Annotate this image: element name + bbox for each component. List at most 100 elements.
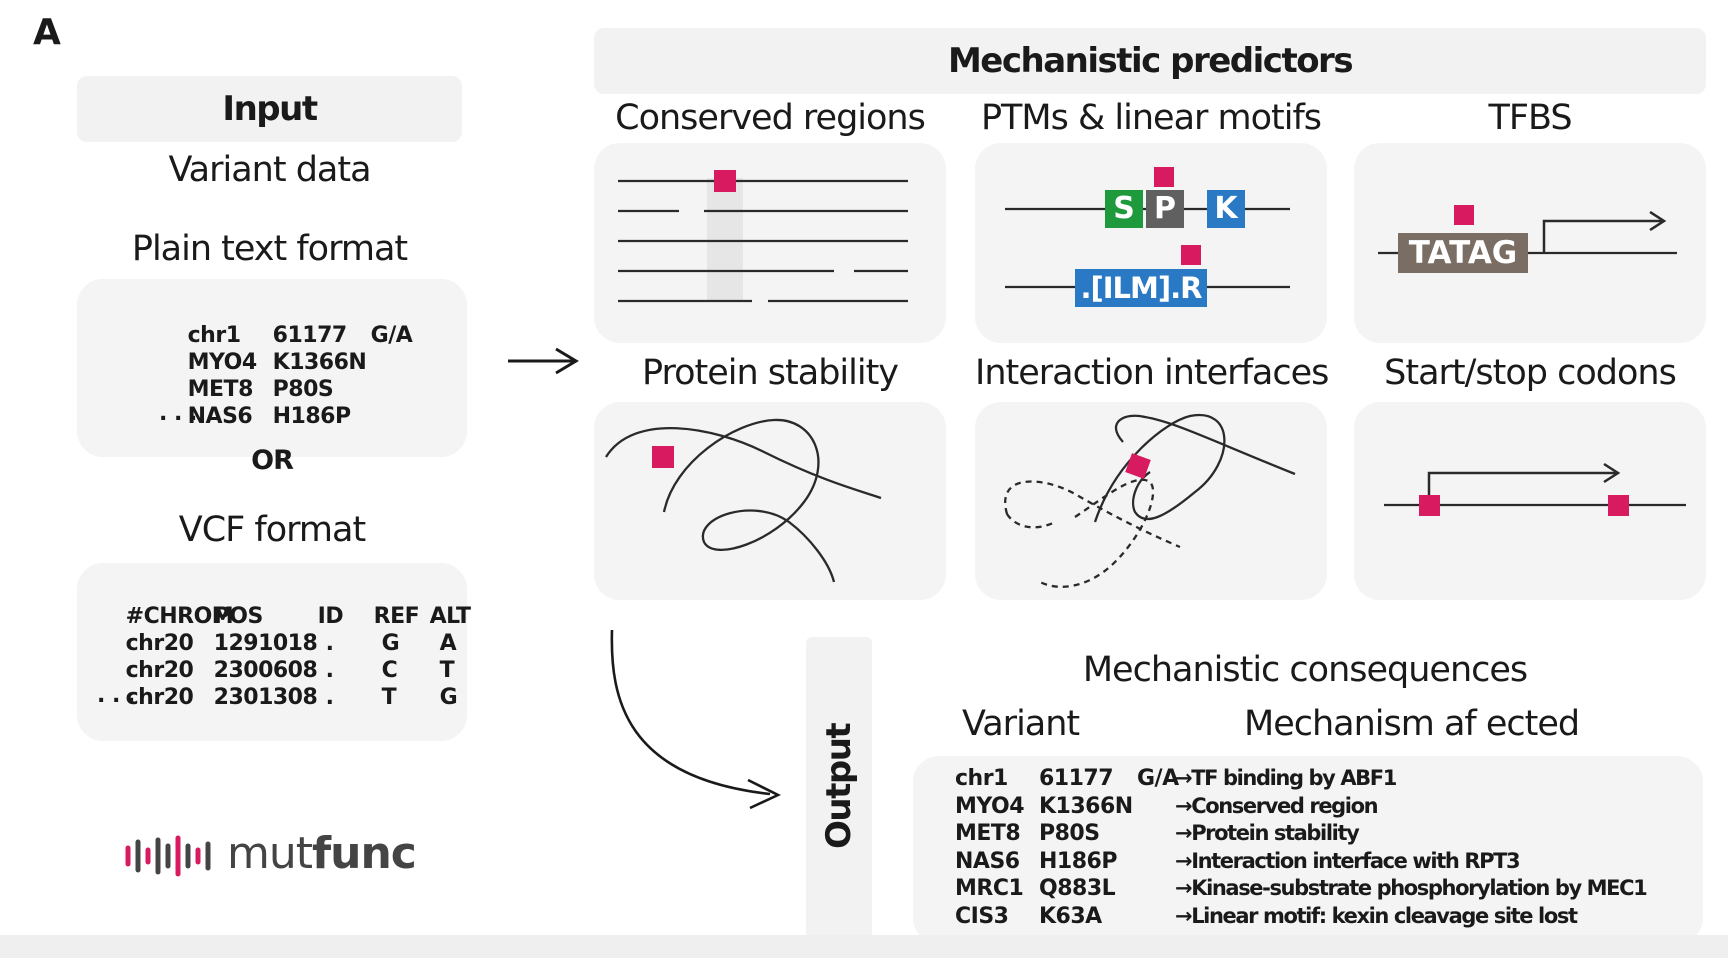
output-mechanism: →Protein stability bbox=[1175, 821, 1360, 845]
output-row: MRC1 Q883L →Kinase-substrate phosphorylati… bbox=[955, 876, 1648, 901]
motif-regex: .[ILM].R bbox=[1080, 271, 1203, 305]
output-gene: CIS3 bbox=[955, 903, 1009, 929]
vcf-pos: 2300608 bbox=[213, 658, 318, 683]
output-mechanism: →Kinase-substrate phosphorylation by MEC… bbox=[1175, 876, 1648, 900]
conserved-regions-title: Conserved regions bbox=[615, 98, 926, 138]
panel-label: A bbox=[33, 12, 61, 53]
vcf-col-alt: ALT bbox=[429, 604, 471, 629]
output-gene: MET8 bbox=[955, 821, 1021, 846]
vcf-id: . bbox=[325, 631, 334, 656]
vcf-col-id: ID bbox=[317, 604, 344, 629]
vcf-alt: T bbox=[439, 658, 455, 683]
vcf-id: . bbox=[325, 658, 334, 683]
output-table bbox=[913, 756, 1703, 944]
output-pos: K1366N bbox=[1039, 793, 1133, 819]
consequences-title: Mechanistic consequences bbox=[1082, 650, 1528, 690]
stop-codon-marker bbox=[1608, 495, 1629, 516]
vcf-id: . bbox=[325, 685, 334, 710]
plain-gene: chr1 bbox=[187, 323, 241, 348]
mutation-marker bbox=[1154, 167, 1174, 187]
mutation-marker bbox=[1125, 453, 1151, 479]
output-gene: chr1 bbox=[955, 766, 1008, 791]
col-variant: Variant bbox=[962, 704, 1080, 744]
plain-alt: G/A bbox=[370, 323, 413, 348]
plain-row: NAS6 H186P bbox=[159, 379, 351, 454]
vcf-col-ref: REF bbox=[373, 604, 420, 629]
vcf-alt: A bbox=[439, 631, 457, 656]
output-row: MYO4 K1366N →Conserved region bbox=[955, 793, 1379, 819]
plain-pos: P80S bbox=[272, 377, 334, 402]
protein-stability-panel bbox=[594, 402, 946, 600]
motif-serine: S bbox=[1113, 191, 1135, 226]
vcf-chrom: chr20 bbox=[125, 685, 194, 710]
ptm-motifs-title: PTMs & linear motifs bbox=[980, 98, 1322, 138]
plain-ellipsis: . . . bbox=[159, 401, 197, 426]
output-pos: Q883L bbox=[1039, 876, 1116, 901]
vcf-pos: 1291018 bbox=[213, 631, 318, 656]
output-pos: P80S bbox=[1039, 821, 1100, 846]
tatag-box-label: TATAG bbox=[1408, 235, 1518, 271]
variant-data-title: Variant data bbox=[168, 150, 371, 190]
logo-text-func: func bbox=[312, 828, 417, 879]
plain-pos: 61177 bbox=[272, 323, 348, 348]
mutation-marker bbox=[1454, 205, 1474, 225]
vcf-alt: G bbox=[439, 685, 458, 710]
output-pos: K63A bbox=[1039, 903, 1102, 929]
output-pos: H186P bbox=[1039, 848, 1117, 874]
tfbs-title: TFBS bbox=[1488, 98, 1572, 138]
col-mechanism: Mechanism af ected bbox=[1244, 704, 1580, 744]
plain-gene: NAS6 bbox=[187, 404, 253, 429]
conserved-regions-panel bbox=[594, 143, 946, 343]
output-gene: NAS6 bbox=[955, 848, 1020, 874]
mutation-marker bbox=[652, 446, 674, 468]
input-header: Input bbox=[77, 76, 462, 142]
plain-gene: MYO4 bbox=[187, 350, 258, 375]
mutfunc-logo: mutfunc bbox=[124, 828, 424, 880]
output-mechanism: →Conserved region bbox=[1175, 793, 1379, 818]
start-stop-codons-title: Start/stop codons bbox=[1384, 353, 1677, 393]
output-gene: MRC1 bbox=[955, 876, 1024, 901]
plain-row: MET8 P80S bbox=[159, 352, 334, 427]
interaction-interfaces-panel bbox=[975, 402, 1327, 600]
plain-text-title: Plain text format bbox=[131, 229, 408, 269]
plain-row: chr1 61177 G/A bbox=[159, 298, 413, 373]
or-label: OR bbox=[251, 445, 294, 476]
output-pos: 61177 bbox=[1039, 766, 1114, 791]
start-codon-marker bbox=[1419, 495, 1440, 516]
vcf-chrom: chr20 bbox=[125, 658, 194, 683]
vcf-col-pos: POS bbox=[213, 604, 264, 629]
protein-stability-title: Protein stability bbox=[641, 353, 899, 393]
vcf-title: VCF format bbox=[178, 510, 366, 550]
interaction-interfaces-title: Interaction interfaces bbox=[975, 353, 1329, 393]
tfbs-panel: TATAG bbox=[1354, 143, 1706, 343]
output-header: Output bbox=[806, 637, 872, 943]
ptm-motifs-panel: S P K .[ILM].R bbox=[975, 143, 1327, 343]
predictors-header: Mechanistic predictors bbox=[594, 28, 1706, 94]
output-gene: MYO4 bbox=[955, 793, 1025, 819]
mutation-marker bbox=[1181, 245, 1201, 265]
logo-text-mut: mut bbox=[227, 828, 313, 879]
arrow-right-icon bbox=[508, 347, 579, 375]
waveform-icon bbox=[125, 835, 211, 877]
output-row: NAS6 H186P →Interaction interface with RPT… bbox=[955, 848, 1521, 874]
vcf-ref: C bbox=[381, 658, 398, 683]
plain-pos: H186P bbox=[272, 404, 351, 429]
vcf-pos: 2301308 bbox=[213, 685, 318, 710]
output-mechanism: →Interaction interface with RPT3 bbox=[1175, 848, 1521, 873]
vcf-chrom: chr20 bbox=[125, 631, 194, 656]
bottom-strip bbox=[0, 935, 1728, 958]
vcf-ref: T bbox=[381, 685, 397, 710]
output-mechanism: →TF binding by ABF1 bbox=[1175, 766, 1397, 790]
start-stop-codons-panel bbox=[1354, 402, 1706, 600]
plain-gene: MET8 bbox=[187, 377, 254, 402]
curved-arrow-icon bbox=[610, 629, 781, 810]
mutation-marker bbox=[714, 170, 736, 192]
